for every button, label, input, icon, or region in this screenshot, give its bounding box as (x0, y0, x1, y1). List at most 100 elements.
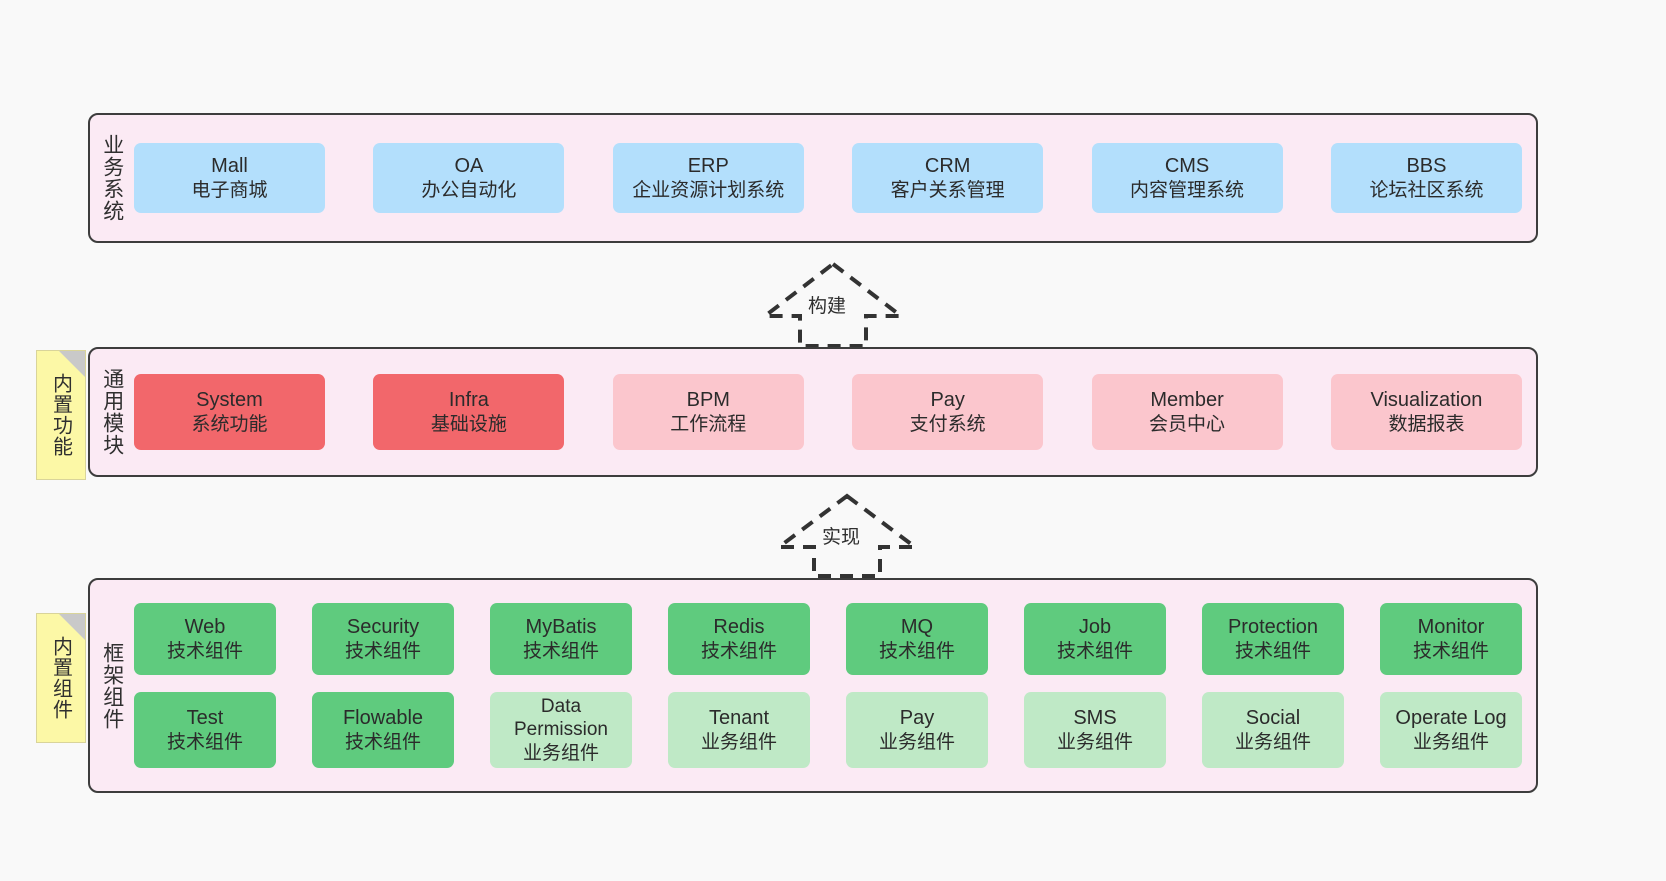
card-title: Security (346, 615, 420, 638)
card-oa[interactable]: OA 办公自动化 (373, 143, 565, 213)
card-subtitle: 业务组件 (700, 731, 777, 753)
card-subtitle: 企业资源计划系统 (632, 179, 785, 201)
card-infra[interactable]: Infra 基础设施 (373, 374, 565, 450)
card-subtitle: 业务组件 (522, 742, 599, 764)
card-tenant[interactable]: Tenant 业务组件 (668, 692, 810, 768)
card-title: Member (1150, 388, 1224, 411)
card-subtitle: 基础设施 (430, 413, 507, 435)
card-title: OA (454, 154, 484, 177)
card-bpm[interactable]: BPM 工作流程 (612, 374, 804, 450)
layer-business-systems[interactable]: 业务系统 Mall 电子商城 OA 办公自动化 ERP 企业资源计划系统 CRM… (88, 113, 1538, 243)
card-subtitle: 办公自动化 (421, 179, 517, 201)
card-subtitle: 技术组件 (166, 731, 243, 753)
card-subtitle: 技术组件 (344, 731, 421, 753)
card-redis[interactable]: Redis 技术组件 (668, 603, 810, 675)
card-subtitle: 论坛社区系统 (1369, 179, 1484, 201)
card-system[interactable]: System 系统功能 (134, 374, 325, 450)
card-operate-log[interactable]: Operate Log 业务组件 (1380, 692, 1522, 768)
sticky-note-built-in-features: 内置功能 (36, 350, 86, 480)
card-row: Mall 电子商城 OA 办公自动化 ERP 企业资源计划系统 CRM 客户关系… (134, 143, 1522, 213)
card-title: BBS (1406, 154, 1447, 177)
card-monitor[interactable]: Monitor 技术组件 (1380, 603, 1522, 675)
card-subtitle: 技术组件 (1234, 640, 1311, 662)
sticky-note-label: 内置功能 (49, 373, 72, 457)
card-protection[interactable]: Protection 技术组件 (1202, 603, 1344, 675)
layer-body-common-modules: System 系统功能 Infra 基础设施 BPM 工作流程 Pay 支付系统… (134, 349, 1536, 475)
card-crm[interactable]: CRM 客户关系管理 (852, 143, 1044, 213)
card-subtitle: 业务组件 (878, 731, 955, 753)
card-row: Web 技术组件 Security 技术组件 MyBatis 技术组件 Redi… (134, 603, 1522, 675)
layer-body-business-systems: Mall 电子商城 OA 办公自动化 ERP 企业资源计划系统 CRM 客户关系… (134, 115, 1536, 241)
card-title: ERP (687, 154, 729, 177)
card-title: CRM (924, 154, 971, 177)
card-title: Monitor (1417, 615, 1485, 638)
card-subtitle: 业务组件 (1056, 731, 1133, 753)
card-subtitle: 技术组件 (1056, 640, 1133, 662)
card-title: BPM (686, 388, 730, 411)
card-title: Redis (713, 615, 765, 638)
card-subtitle: 客户关系管理 (890, 179, 1005, 201)
card-subtitle: 系统功能 (191, 413, 268, 435)
card-subtitle: 数据报表 (1388, 413, 1465, 435)
card-title: CMS (1164, 154, 1210, 177)
card-title: Visualization (1370, 388, 1483, 411)
card-social[interactable]: Social 业务组件 (1202, 692, 1344, 768)
card-title: Mall (211, 154, 248, 177)
card-title: Data Permission (514, 695, 608, 741)
card-member[interactable]: Member 会员中心 (1091, 374, 1283, 450)
card-title: Pay (899, 706, 935, 729)
card-subtitle: 技术组件 (1412, 640, 1489, 662)
card-title: Pay (930, 388, 965, 411)
card-subtitle: 支付系统 (909, 413, 986, 435)
card-security[interactable]: Security 技术组件 (312, 603, 454, 675)
card-mq[interactable]: MQ 技术组件 (846, 603, 988, 675)
card-title: Operate Log (1395, 706, 1507, 729)
card-mall[interactable]: Mall 电子商城 (134, 143, 325, 213)
card-title: Tenant (708, 706, 770, 729)
layer-framework-components[interactable]: 框架组件 Web 技术组件 Security 技术组件 MyBatis 技术组件… (88, 578, 1538, 793)
sticky-note-label: 内置组件 (49, 636, 72, 720)
card-job[interactable]: Job 技术组件 (1024, 603, 1166, 675)
card-subtitle: 技术组件 (700, 640, 777, 662)
layer-title-framework-components: 框架组件 (100, 641, 124, 730)
connector-implement-arrow: 实现 (772, 490, 922, 578)
connector-build-label: 构建 (806, 291, 849, 318)
card-bbs[interactable]: BBS 论坛社区系统 (1330, 143, 1522, 213)
card-test[interactable]: Test 技术组件 (134, 692, 276, 768)
card-erp[interactable]: ERP 企业资源计划系统 (612, 143, 804, 213)
card-cms[interactable]: CMS 内容管理系统 (1091, 143, 1283, 213)
card-pay-business[interactable]: Pay 业务组件 (846, 692, 988, 768)
card-flowable[interactable]: Flowable 技术组件 (312, 692, 454, 768)
card-subtitle: 会员中心 (1149, 413, 1226, 435)
card-subtitle: 技术组件 (166, 640, 243, 662)
card-subtitle: 工作流程 (670, 413, 747, 435)
card-visualization[interactable]: Visualization 数据报表 (1330, 374, 1522, 450)
connector-implement-label: 实现 (820, 522, 863, 549)
card-title: Flowable (342, 706, 424, 729)
card-subtitle: 业务组件 (1234, 731, 1311, 753)
layer-common-modules[interactable]: 通用模块 System 系统功能 Infra 基础设施 BPM 工作流程 Pay… (88, 347, 1538, 477)
card-mybatis[interactable]: MyBatis 技术组件 (490, 603, 632, 675)
connector-build-arrow: 构建 (758, 258, 908, 348)
card-title: Job (1078, 615, 1112, 638)
card-subtitle: 技术组件 (344, 640, 421, 662)
card-title: Social (1245, 706, 1301, 729)
card-web[interactable]: Web 技术组件 (134, 603, 276, 675)
layer-body-framework-components: Web 技术组件 Security 技术组件 MyBatis 技术组件 Redi… (134, 580, 1536, 791)
card-data-permission[interactable]: Data Permission 业务组件 (490, 692, 632, 768)
layer-title-common-modules: 通用模块 (100, 368, 124, 456)
card-subtitle: 业务组件 (1412, 731, 1489, 753)
card-title: Protection (1227, 615, 1319, 638)
card-subtitle: 内容管理系统 (1130, 179, 1245, 201)
card-pay[interactable]: Pay 支付系统 (852, 374, 1044, 450)
card-title: MQ (900, 615, 934, 638)
card-subtitle: 技术组件 (878, 640, 955, 662)
layer-title-business-systems: 业务系统 (100, 134, 124, 222)
card-title: Web (184, 615, 226, 638)
card-subtitle: 电子商城 (191, 179, 268, 201)
card-subtitle: 技术组件 (522, 640, 599, 662)
card-sms[interactable]: SMS 业务组件 (1024, 692, 1166, 768)
card-row: Test 技术组件 Flowable 技术组件 Data Permission … (134, 692, 1522, 768)
card-title: System (196, 388, 263, 411)
